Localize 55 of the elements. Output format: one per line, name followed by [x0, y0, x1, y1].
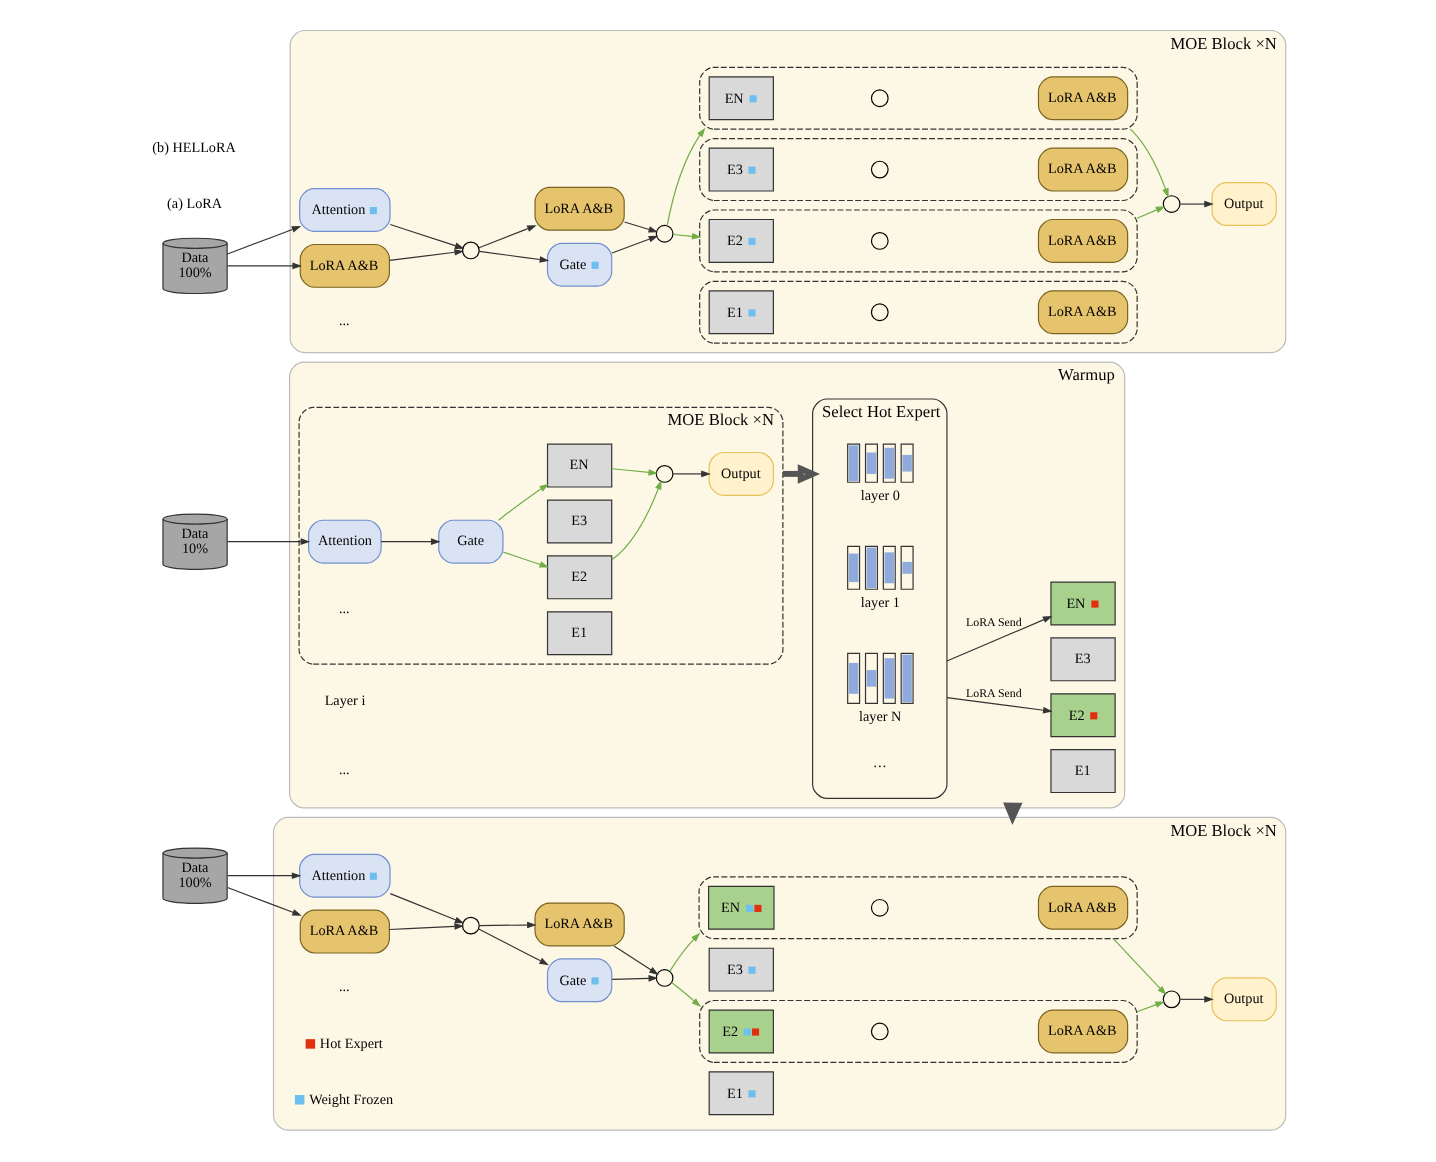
arrow — [477, 921, 536, 929]
arrow — [622, 221, 658, 233]
arrow — [945, 616, 1052, 662]
node-circle — [1161, 990, 1180, 1009]
node-circle — [869, 898, 888, 917]
node-circle — [869, 303, 888, 322]
arrow — [610, 480, 661, 561]
cluster — [697, 876, 1137, 940]
arrow — [1111, 938, 1166, 996]
node-circle — [869, 232, 888, 250]
arrow — [665, 127, 705, 227]
node-circle — [654, 465, 673, 483]
arrow — [1178, 996, 1213, 1003]
arrow — [388, 249, 463, 261]
node-circle — [654, 969, 673, 987]
node-circle — [460, 241, 479, 260]
node-circle — [654, 224, 673, 243]
node-circle — [869, 1022, 888, 1041]
cluster — [698, 999, 1137, 1063]
arrow — [225, 226, 301, 255]
arrow — [379, 538, 440, 545]
node-circle — [869, 89, 888, 108]
arrow — [477, 225, 536, 249]
arrow — [225, 872, 301, 880]
arrow — [668, 932, 700, 972]
arrow — [1178, 200, 1213, 208]
arrow — [1128, 128, 1168, 198]
arrow — [1135, 1001, 1164, 1013]
arrow — [477, 250, 549, 263]
arrow — [225, 886, 301, 916]
node-circle — [869, 160, 888, 179]
arrow — [388, 923, 463, 931]
cluster — [698, 66, 1137, 130]
arrow — [225, 538, 310, 545]
node-circle — [460, 916, 479, 935]
arrow — [388, 223, 464, 249]
arrow — [610, 468, 657, 476]
arrow — [497, 483, 548, 521]
arrow — [612, 945, 658, 975]
cluster — [698, 209, 1137, 273]
arrow — [477, 928, 548, 966]
arrow — [671, 470, 710, 478]
arrow — [945, 697, 1052, 714]
arrow — [501, 551, 548, 568]
arrow — [1135, 206, 1165, 219]
arrow — [225, 262, 301, 270]
arrow — [670, 981, 701, 1007]
arrow — [610, 235, 658, 254]
arrow — [610, 975, 658, 982]
arrow — [671, 232, 701, 240]
node-circle — [1161, 195, 1180, 213]
arrow — [388, 893, 464, 924]
cluster — [698, 280, 1137, 344]
cluster — [698, 138, 1137, 202]
arrow — [1002, 802, 1022, 825]
